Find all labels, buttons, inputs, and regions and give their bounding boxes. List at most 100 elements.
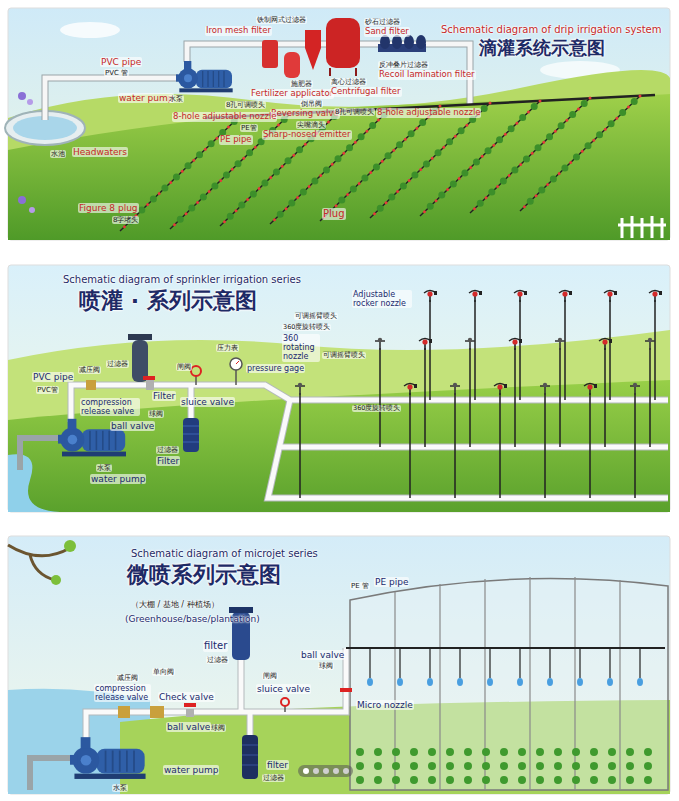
part-label: water pump [90,474,146,484]
microjet-scene [86,648,346,738]
part-label: 球阀 [318,662,334,670]
sprinkler-scene [143,376,155,380]
part-label: 单向阀 [152,668,175,676]
drip-scene [176,61,233,92]
part-label: pressure gage [246,364,305,373]
sprinkler-scene [146,380,154,390]
drip-scene [8,8,670,240]
microjet-scene [303,768,309,774]
sprinkler-scene [183,426,199,442]
part-label: PE管 [240,124,258,132]
drip-scene [29,207,35,213]
part-label: 8-hole adjustable nozzle [172,112,277,122]
sprinkler-scene [375,338,385,350]
microjet-scene [637,678,643,686]
sprinkler-scene [380,348,650,447]
drip-scene [404,35,414,49]
microjet-scene [607,678,613,686]
drip-scene [18,196,26,204]
part-label: compression release valve [94,684,151,702]
microjet-scene [323,768,329,774]
sprinkler-scene [20,438,58,470]
part-label: 过滤器 [206,656,229,664]
panel-title: Schematic diagram of drip irrigation sys… [440,24,663,36]
microjet-scene [577,678,583,686]
sprinkler-scene [649,291,662,303]
part-label: 闸阀 [262,672,278,680]
part-label: PE pipe [374,577,409,587]
panel-title: Schematic diagram of microjet series [130,548,319,560]
sprinkler-scene [430,300,655,400]
part-label: Check valve [158,692,215,702]
part-label: sluice valve [180,397,235,407]
part-label: 减压阀 [78,366,101,374]
microjet-scene [229,607,253,613]
drip-scene [120,96,640,231]
part-label: 可调摇臂喷头 [294,313,338,320]
part-label: PVC 管 [104,69,129,77]
part-label: Filter [152,391,176,401]
microjet-scene [360,752,662,780]
sprinkler-scene [132,340,148,382]
drip-scene [284,52,300,78]
part-label: PVC pipe [32,372,74,382]
part-label: Headwaters [72,147,128,157]
microjet-scene [427,678,433,686]
drip-scene [330,68,356,76]
part-label: 球阀 [148,410,164,418]
part-label: 360度旋转喷头 [352,405,401,412]
drip-scene [120,96,640,231]
sprinkler-scene [509,339,522,351]
drip-scene [326,18,360,68]
sprinkler-scene [555,338,565,350]
drip-scene [380,35,390,49]
microjet-scene [184,703,196,707]
part-label: 离心过滤器 [330,78,367,86]
sprinkler-scene [584,384,597,396]
part-label: 球阀 [210,724,226,732]
microjet-scene [242,745,258,765]
part-label: water pump [163,765,219,775]
sprinkler-scene [559,291,572,303]
panel-subtitle: 喷灌 · 系列示意图 [78,288,258,313]
sprinkler-scene [404,384,417,396]
sprinkler-scene [183,418,199,452]
drip-scene [8,94,670,240]
part-label: 减压阀 [116,674,139,682]
part-label: 8孔可调喷头 [225,101,266,109]
part-label: Micro nozzle [356,700,414,710]
microjet-scene [281,698,289,706]
part-label: PE 管 [350,582,370,590]
sprinkler-scene [540,383,550,395]
part-label: 砂石过滤器 [364,18,401,26]
panel-subtitle: 微喷系列示意图 [126,562,282,587]
scene-panel: Schematic diagram of microjet series 微喷系列… [8,536,670,794]
microjet-scene [547,678,553,686]
panel-subtitle: (Greenhouse/base/plantation) [124,614,261,624]
microjet-scene [186,709,194,717]
sprinkler-scene [419,339,432,351]
sprinkler-scene [645,338,655,350]
part-label: ball valve [166,722,211,732]
part-label: 可调摇臂喷头 [322,352,366,359]
sprinkler-scene [8,380,670,512]
microjet-scene [64,540,76,552]
part-label: 过滤器 [262,774,285,782]
part-label: PE pipe [219,135,253,145]
part-label: filter [203,640,228,652]
part-label: Iron mesh filter [205,26,272,36]
microjet-scene [395,577,620,790]
drip-scene [5,8,670,240]
sprinkler-scene [630,383,640,395]
panel-title: Schematic diagram of sprinkler irrigatio… [62,274,302,286]
microjet-scene [86,648,346,738]
microjet-scene [370,648,640,678]
microjet-scene [457,678,463,686]
part-label: Centrifugal filter [330,87,402,97]
sprinkler-scene [599,339,612,351]
sprinkler-scene [235,370,237,385]
microjet-scene [367,678,373,686]
part-label: water pump [118,93,174,103]
microjet-scene [70,737,146,779]
sprinkler-scene [295,383,305,395]
